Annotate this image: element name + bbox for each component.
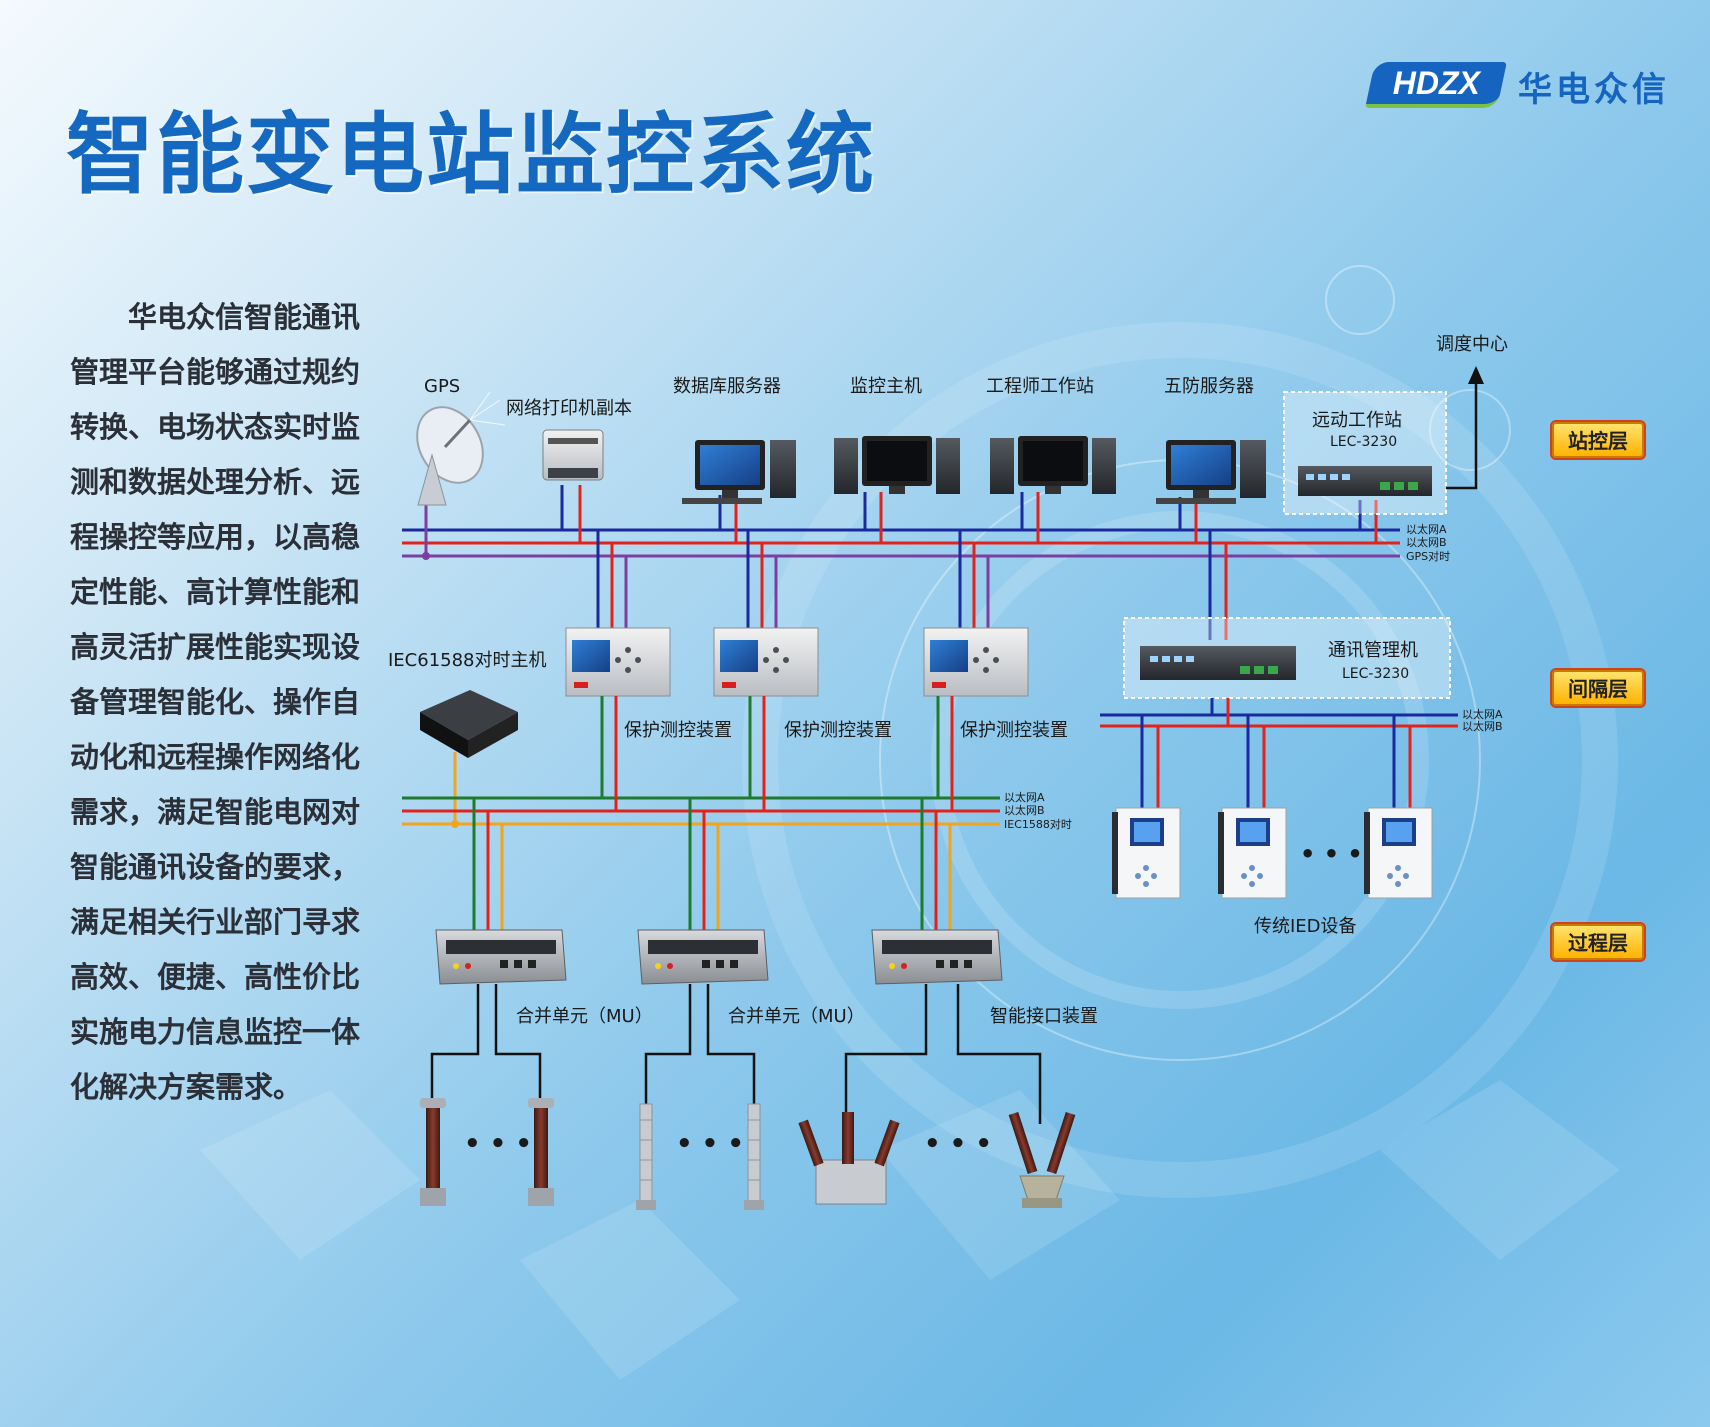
gps-label: GPS bbox=[424, 376, 460, 397]
merging-unit-2-icon bbox=[637, 929, 769, 985]
layer-tag-bay: 间隔层 bbox=[1552, 670, 1644, 706]
logo-name: 华电众信 bbox=[1518, 70, 1670, 110]
ied-device-3-icon bbox=[1364, 807, 1433, 899]
protection-device-3-icon bbox=[923, 627, 1029, 697]
printer-label: 网络打印机副本 bbox=[506, 398, 632, 419]
db-server-icon bbox=[682, 440, 796, 504]
disconnector-icon bbox=[1008, 1111, 1076, 1208]
layer-tag-process: 过程层 bbox=[1552, 924, 1644, 960]
protection-label-2: 保护测控装置 bbox=[784, 720, 892, 741]
mu-label-2: 合并单元（MU） bbox=[728, 1006, 865, 1027]
smart-if-label: 智能接口装置 bbox=[990, 1006, 1098, 1027]
station-bus bbox=[402, 528, 1400, 558]
company-logo: HDZX 华电众信 bbox=[1365, 58, 1670, 110]
wufang-server-icon bbox=[1156, 440, 1266, 504]
intro-paragraph: 华电众信智能通讯管理平台能够通过规约转换、电场状态实时监测和数据处理分析、远程操… bbox=[70, 300, 361, 1104]
circuit-breaker-icon bbox=[798, 1112, 900, 1205]
engineer-ws-label: 工程师工作站 bbox=[986, 376, 1094, 397]
primary-links bbox=[430, 984, 1042, 1124]
comm-manager-device-icon bbox=[1140, 646, 1296, 680]
remote-ws-model: LEC-3230 bbox=[1330, 434, 1397, 450]
arrester-ellipsis: • • • bbox=[676, 1129, 744, 1159]
mu-label-1: 合并单元（MU） bbox=[516, 1006, 653, 1027]
station-bus-gps-label: GPS对时 bbox=[1406, 549, 1450, 563]
layer-tag-station: 站控层 bbox=[1552, 422, 1644, 458]
bay-uplinks bbox=[596, 530, 1228, 640]
protection-device-2-icon bbox=[713, 627, 819, 697]
ied-ellipsis: • • • bbox=[1300, 840, 1363, 868]
monitor-host-label: 监控主机 bbox=[850, 376, 922, 397]
wufang-server-label: 五防服务器 bbox=[1164, 376, 1254, 397]
arrow-up-icon bbox=[1468, 366, 1484, 384]
right-bus-a-label: 以太网A bbox=[1462, 708, 1503, 721]
ied-label: 传统IED设备 bbox=[1254, 916, 1357, 937]
protection-label-1: 保护测控装置 bbox=[624, 720, 732, 741]
process-drops bbox=[472, 798, 952, 930]
monitor-host-icon bbox=[834, 436, 960, 494]
engineer-workstation-icon bbox=[990, 436, 1116, 494]
gps-antenna-icon bbox=[416, 391, 506, 506]
current-transformer-2-icon bbox=[528, 1098, 554, 1206]
comm-manager-model: LEC-3230 bbox=[1342, 666, 1409, 682]
merging-unit-1-icon bbox=[435, 929, 567, 985]
protection-label-3: 保护测控装置 bbox=[960, 720, 1068, 741]
ied-device-1-icon bbox=[1112, 807, 1181, 899]
remote-ws-name: 远动工作站 bbox=[1312, 410, 1402, 431]
iec-master-label: IEC61588对时主机 bbox=[388, 650, 547, 671]
network-printer-icon bbox=[542, 429, 604, 481]
current-transformer-1-icon bbox=[420, 1098, 446, 1206]
lower-bus-iec-label: IEC1588对时 bbox=[1004, 817, 1072, 831]
station-drops bbox=[424, 485, 1378, 556]
comm-manager-name: 通讯管理机 bbox=[1328, 640, 1418, 661]
iec-master-device-icon bbox=[420, 690, 518, 758]
arrester-2-icon bbox=[744, 1103, 764, 1210]
smart-interface-icon bbox=[871, 929, 1003, 985]
lower-bus-b-label: 以太网B bbox=[1004, 804, 1045, 817]
breaker-ellipsis: • • • bbox=[924, 1129, 992, 1159]
remote-ws-device-icon bbox=[1298, 466, 1432, 496]
ied-device-2-icon bbox=[1218, 807, 1287, 899]
dispatch-label: 调度中心 bbox=[1436, 334, 1508, 355]
station-bus-b-label: 以太网B bbox=[1406, 536, 1447, 549]
arrester-1-icon bbox=[636, 1103, 656, 1210]
protection-device-1-icon bbox=[565, 627, 671, 697]
lower-bus-a-label: 以太网A bbox=[1004, 791, 1045, 804]
db-server-label: 数据库服务器 bbox=[673, 376, 781, 397]
station-bus-a-label: 以太网A bbox=[1406, 523, 1447, 536]
dispatch-link bbox=[1446, 372, 1478, 490]
page-title: 智能变电站监控系统 bbox=[66, 103, 877, 206]
right-bus-b-label: 以太网B bbox=[1462, 720, 1503, 733]
ct-ellipsis: • • • bbox=[464, 1129, 532, 1159]
right-bay-bus bbox=[1100, 698, 1458, 810]
